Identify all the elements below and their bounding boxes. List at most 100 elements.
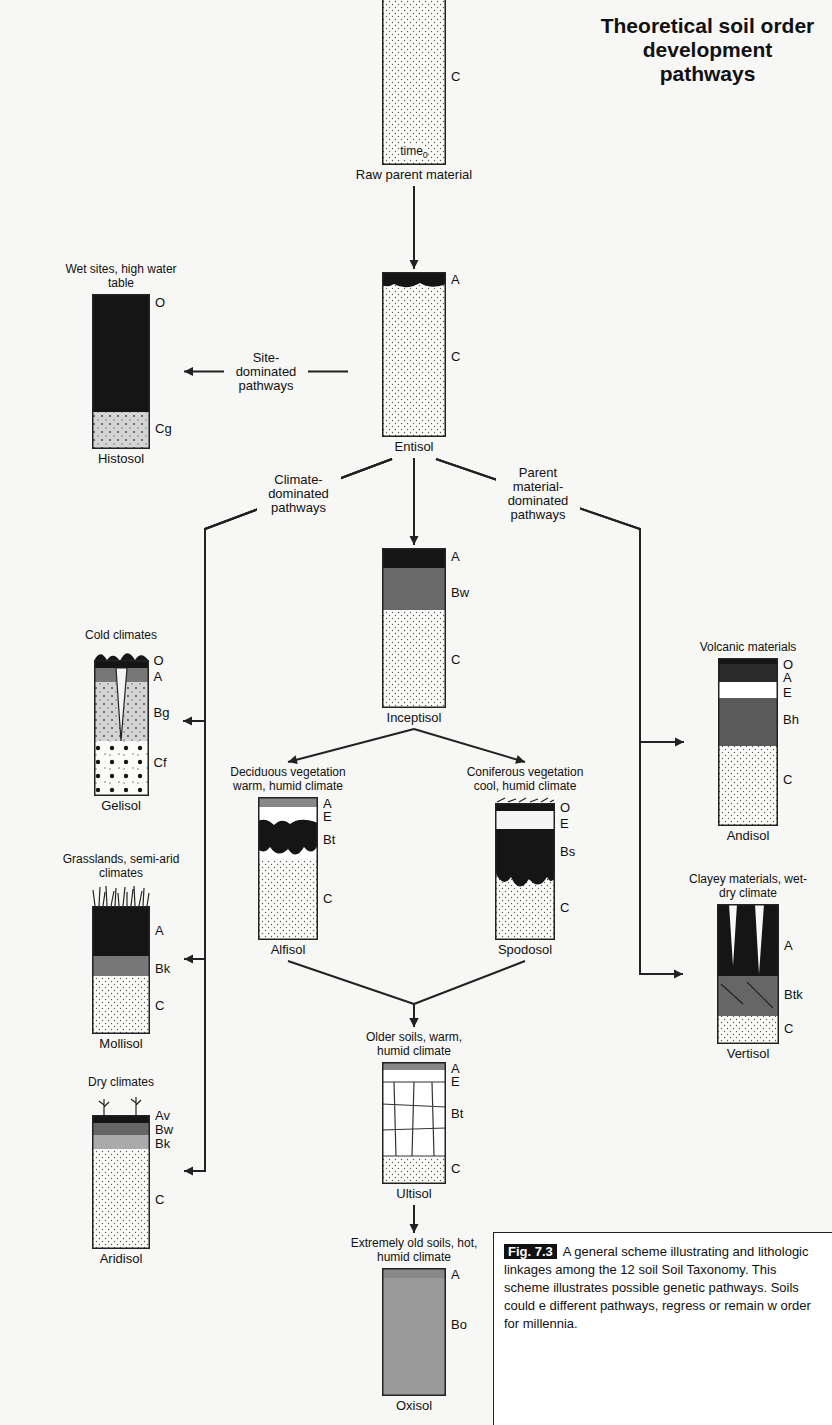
soil-profile: Wet sites, high water tableOCgHistosol — [60, 262, 182, 467]
time-subscript: 0 — [423, 150, 428, 160]
profile-outline — [496, 804, 555, 940]
horizon-label: C — [451, 653, 460, 667]
profile-outline — [93, 1116, 150, 1249]
profile-detail — [721, 982, 773, 1008]
profile-illustration — [382, 1062, 446, 1184]
soil-profile: Ctime0Raw parent material — [350, 0, 478, 183]
horizon-label: O — [154, 654, 164, 668]
soil-order-name: Oxisol — [350, 1398, 478, 1414]
profile-heading: Grasslands, semi-arid climates — [60, 852, 182, 880]
soil-profile: Cold climatesOABgCfGelisol — [61, 628, 181, 814]
connector-line — [183, 459, 392, 721]
horizon-label: O — [155, 296, 165, 310]
arrow-head — [674, 970, 683, 979]
horizon-label: Bh — [783, 713, 799, 727]
horizon-label: Bo — [451, 1318, 467, 1332]
horizon-label: A — [783, 671, 792, 685]
horizon-label: Bk — [155, 1137, 170, 1151]
arrow-head — [184, 955, 193, 964]
soil-order-name: Ultisol — [350, 1186, 478, 1202]
profile-heading: Volcanic materials — [686, 640, 810, 654]
horizon-band — [495, 803, 555, 940]
horizon-label: C — [560, 901, 569, 915]
horizon-band — [718, 658, 778, 826]
profile-column: OABgCf — [94, 646, 149, 796]
pathway-connector — [410, 961, 526, 1027]
horizon-band — [718, 698, 778, 746]
profile-detail — [495, 871, 555, 887]
pathway-connector — [410, 458, 419, 545]
profile-column: AvBwBkC — [92, 1093, 150, 1249]
horizon-label: C — [784, 1022, 793, 1036]
time-label: time0 — [382, 144, 446, 162]
profile-column: ABkC — [92, 884, 150, 1034]
horizon-band — [92, 1115, 150, 1249]
horizon-label: Bk — [155, 962, 170, 976]
horizon-band — [495, 829, 555, 873]
horizon-band — [382, 1062, 446, 1184]
profile-illustration — [382, 272, 446, 437]
profile-illustration — [92, 884, 150, 1034]
horizon-label: Cf — [154, 756, 167, 770]
profile-heading: Deciduous vegetation warm, humid climate — [220, 765, 356, 793]
profile-illustration — [718, 658, 778, 826]
arrow-head — [410, 1018, 419, 1027]
profile-column: AEBtC — [258, 797, 318, 940]
arrow-head — [288, 755, 298, 764]
pathway-connector — [184, 459, 392, 964]
arrow-head — [410, 1224, 419, 1233]
horizon-band — [258, 807, 318, 859]
horizon-label: Bt — [451, 1107, 463, 1121]
profile-detail — [497, 798, 554, 802]
horizon-label: O — [783, 658, 793, 672]
arrow-head — [515, 755, 525, 764]
horizon-band — [92, 906, 150, 1034]
profile-illustration — [92, 294, 150, 449]
horizon-label: C — [451, 1162, 460, 1176]
arrow-head — [184, 1167, 193, 1176]
profile-detail — [99, 1097, 141, 1115]
horizon-label: C — [323, 892, 332, 906]
profile-detail — [382, 272, 446, 287]
profile-heading: Older soils, warm, humid climate — [350, 1030, 478, 1058]
profile-illustration — [382, 1268, 446, 1396]
arrow-head — [410, 260, 419, 269]
soil-order-name: Mollisol — [60, 1036, 182, 1052]
pathway-connector — [410, 186, 419, 269]
profile-column: OAEBhC — [718, 658, 778, 826]
horizon-label: C — [451, 350, 460, 364]
arrow-head — [183, 717, 192, 726]
profile-illustration — [92, 1093, 150, 1249]
soil-profile: Volcanic materialsOAEBhCAndisol — [686, 640, 810, 844]
profile-column: OCg — [92, 294, 150, 449]
soil-order-name: Histosol — [60, 451, 182, 467]
pathway-label: Climate-dominated pathways — [257, 472, 341, 516]
horizon-label: Bw — [451, 586, 469, 600]
horizon-band — [495, 811, 555, 829]
profile-detail — [116, 668, 127, 741]
horizon-band — [382, 548, 446, 568]
soil-profile: Clayey materials, wet-dry climateABtkCVe… — [685, 872, 811, 1062]
pathway-connector — [288, 961, 419, 1027]
profile-illustration — [382, 0, 446, 165]
connector-line — [184, 459, 392, 959]
connector-line — [414, 729, 525, 762]
horizon-label: A — [155, 924, 164, 938]
profile-outline — [383, 273, 446, 437]
horizon-band — [258, 797, 318, 940]
connector-line — [184, 459, 392, 1171]
profile-column: ABtkC — [717, 904, 779, 1044]
horizon-label: A — [323, 797, 332, 811]
profile-outline — [383, 1269, 446, 1396]
arrow-head — [675, 738, 684, 747]
time-word: time — [400, 144, 423, 158]
horizon-label: Cg — [155, 422, 172, 436]
horizon-band — [92, 294, 150, 412]
connector-line — [436, 459, 684, 742]
horizon-band — [718, 682, 778, 698]
horizon-label: Btk — [784, 988, 803, 1002]
pathway-connector — [436, 459, 683, 979]
soil-order-name: Entisol — [350, 439, 478, 455]
horizon-band — [92, 906, 150, 956]
profile-column: ABo — [382, 1268, 446, 1396]
